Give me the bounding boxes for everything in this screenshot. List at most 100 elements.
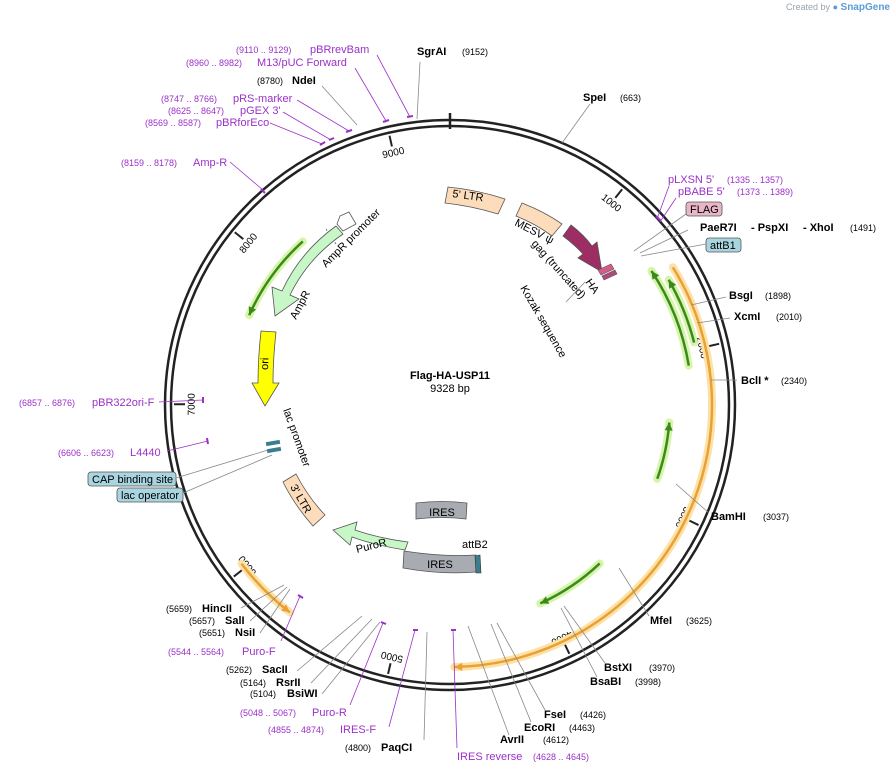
orf-arc[interactable] — [454, 266, 714, 669]
tick-mark — [388, 135, 393, 147]
enzyme-ndei[interactable]: NdeI — [292, 75, 316, 87]
flag-box[interactable] — [685, 201, 723, 217]
credit-brand: SnapGene — [840, 2, 890, 13]
feature-mesv-psi[interactable] — [515, 202, 563, 237]
flag-label: FLAG — [690, 204, 719, 216]
enzyme-nsii[interactable]: NsiI — [235, 627, 255, 639]
svg-text:(4426): (4426) — [580, 710, 606, 720]
enzyme-bsabi[interactable]: BsaBI — [590, 676, 621, 688]
feature-ampr-promoter[interactable] — [336, 211, 357, 232]
enzyme-bsgi[interactable]: BsgI — [729, 290, 753, 302]
primer-pbabe5[interactable]: pBABE 5' — [678, 186, 725, 198]
primer-plxsn5[interactable]: pLXSN 5' — [668, 174, 714, 186]
feature-ampr[interactable] — [271, 225, 344, 317]
enzyme-bamhi[interactable]: BamHI — [711, 511, 746, 523]
svg-text:(2340): (2340) — [781, 376, 807, 386]
lac-operator-label: lac operator — [121, 490, 179, 502]
enzyme-sgrai[interactable]: SgrAI — [417, 46, 446, 58]
primer-puro-f[interactable]: Puro-F — [242, 646, 276, 658]
svg-text:(8159 .. 8178): (8159 .. 8178) — [121, 158, 177, 168]
enzyme-rsrii[interactable]: RsrII — [276, 677, 300, 689]
enzyme-bcli[interactable]: BclI * — [741, 375, 769, 387]
enzyme-labels: SgrAI (9152) SpeI (663) PaeR7I - PspXI -… — [166, 46, 876, 754]
enzyme-pspxi[interactable]: - PspXI — [751, 222, 788, 234]
enzyme-sacii[interactable]: SacII — [262, 664, 288, 676]
snapgene-logo-icon: ● — [832, 2, 839, 12]
feature-puror[interactable] — [332, 521, 409, 551]
svg-text:(1491): (1491) — [850, 223, 876, 233]
svg-text:(3625): (3625) — [686, 616, 712, 626]
enzyme-hincii[interactable]: HincII — [202, 603, 232, 615]
svg-text:(3998): (3998) — [635, 677, 661, 687]
enzyme-sali[interactable]: SalI — [225, 615, 245, 627]
cap-site-mark[interactable] — [266, 446, 282, 454]
lac-operator-box[interactable] — [116, 487, 184, 503]
enzyme-paqci[interactable]: PaqCI — [381, 742, 412, 754]
kozak-leader-line — [565, 281, 586, 303]
enzyme-xcmi[interactable]: XcmI — [734, 311, 760, 323]
green-arc-5-arrowhead — [248, 306, 257, 316]
feature-ha-2 — [601, 269, 618, 281]
lac-operator-mark[interactable] — [265, 439, 281, 447]
green-arc-2[interactable] — [650, 270, 691, 366]
enzyme-fsei[interactable]: FseI — [544, 709, 566, 721]
feature-attb2[interactable] — [474, 554, 482, 574]
tick-label: 7000 — [187, 393, 198, 416]
cap-leader — [175, 449, 269, 479]
svg-text:(1373 .. 1389): (1373 .. 1389) — [737, 187, 793, 197]
primer-ampr[interactable]: Amp-R — [193, 157, 227, 169]
primer-ires-reverse[interactable]: IRES reverse — [457, 751, 522, 763]
svg-text:(5164): (5164) — [240, 678, 266, 688]
enzyme-paer7i[interactable]: PaeR7I — [700, 222, 737, 234]
svg-text:(3037): (3037) — [763, 512, 789, 522]
svg-text:(5659): (5659) — [166, 604, 192, 614]
svg-text:(8625 .. 8647): (8625 .. 8647) — [168, 106, 224, 116]
primer-prs-marker[interactable]: pRS-marker — [233, 93, 293, 105]
svg-text:(5104): (5104) — [250, 689, 276, 699]
primer-pbrrevbam[interactable]: pBRrevBam — [310, 44, 369, 56]
orf-arc-arrowhead — [454, 662, 463, 671]
feature-ampr-label: AmpR — [288, 289, 313, 322]
feature-ha[interactable] — [597, 263, 615, 276]
primer-pgex3[interactable]: pGEX 3' — [240, 105, 281, 117]
enzyme-xhoi[interactable]: - XhoI — [803, 222, 834, 234]
feature-5ltr[interactable] — [444, 186, 506, 215]
enzyme-bstxi[interactable]: BstXI — [604, 662, 632, 674]
enzyme-mfei[interactable]: MfeI — [650, 615, 672, 627]
feature-gag[interactable] — [562, 224, 603, 273]
enzyme-spei[interactable]: SpeI — [583, 92, 606, 104]
svg-text:(8747 .. 8766): (8747 .. 8766) — [161, 94, 217, 104]
primer-pbrforeco[interactable]: pBRforEco — [216, 117, 269, 129]
green-arc-4-glow — [536, 559, 604, 608]
svg-text:(1898): (1898) — [765, 291, 791, 301]
svg-text:(6606 .. 6623): (6606 .. 6623) — [58, 448, 114, 458]
svg-text:(4612): (4612) — [543, 735, 569, 745]
primer-l4440[interactable]: L4440 — [130, 447, 161, 459]
feature-ires-small-label: IRES — [429, 507, 455, 519]
cap-binding-box[interactable] — [87, 471, 177, 487]
enzyme-ecori[interactable]: EcoRI — [524, 722, 555, 734]
tick-label: 9000 — [381, 146, 406, 162]
flag-leader — [633, 213, 687, 252]
primer-pbr322ori-f[interactable]: pBR322ori-F — [92, 397, 155, 409]
feature-ires-small[interactable] — [415, 501, 468, 520]
primer-puro-r[interactable]: Puro-R — [312, 707, 347, 719]
tick-mark — [614, 188, 623, 199]
attb1-box[interactable] — [705, 237, 742, 253]
svg-text:(8569 .. 8587): (8569 .. 8587) — [145, 118, 201, 128]
primer-ires-f[interactable]: IRES-F — [340, 724, 376, 736]
enzyme-avrii[interactable]: AvrII — [500, 734, 524, 746]
feature-ori[interactable] — [251, 330, 280, 407]
svg-text:(5048 .. 5067): (5048 .. 5067) — [240, 708, 296, 718]
enzyme-bsiwi[interactable]: BsiWI — [287, 688, 318, 700]
primer-m13puc-forward[interactable]: M13/pUC Forward — [257, 57, 347, 69]
svg-text:(8960 .. 8982): (8960 .. 8982) — [186, 58, 242, 68]
feature-3ltr[interactable] — [282, 473, 326, 527]
feature-ori-label: ori — [259, 357, 271, 370]
tick-mark — [234, 231, 244, 240]
tick-mark — [233, 568, 244, 578]
green-arc-3-arrowhead — [664, 422, 673, 431]
cap-binding-label: CAP binding site — [92, 474, 173, 486]
feature-5ltr-label: 5' LTR — [452, 188, 485, 204]
tick-label: 8000 — [238, 231, 261, 256]
